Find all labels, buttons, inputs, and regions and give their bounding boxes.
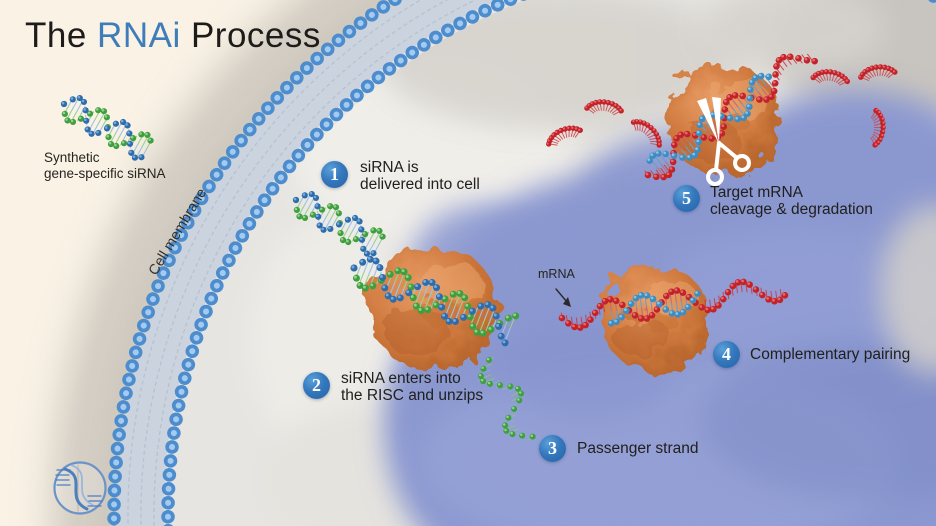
step-2-line2: the RISC and unzips xyxy=(341,386,484,404)
cell-membrane-graphic xyxy=(107,0,936,526)
step-3-badge: 3 xyxy=(539,435,566,462)
mrna-strand-cleaved xyxy=(644,53,818,181)
step-4-badge: 4 xyxy=(713,341,740,368)
step-1-badge: 1 xyxy=(321,161,348,188)
scissors-icon xyxy=(697,97,751,186)
synthetic-line1: Synthetic xyxy=(44,150,100,165)
company-logo xyxy=(53,461,107,515)
title-rnai: RNAi xyxy=(97,16,181,55)
cytoplasm xyxy=(250,0,936,526)
step-5-line2: cleavage & degradation xyxy=(710,200,873,218)
step-4-line1: Complementary pairing xyxy=(750,346,911,363)
step-3-line1: Passenger strand xyxy=(577,440,699,457)
step-5-badge: 5 xyxy=(673,185,700,212)
step-5-label: Target mRNA cleavage & degradation xyxy=(710,184,873,218)
synthetic-line2: gene-specific siRNA xyxy=(44,166,166,181)
delivered-sirna-helix xyxy=(292,190,386,257)
step-1-line1: siRNA is xyxy=(360,159,419,176)
step-2-badge: 2 xyxy=(303,372,330,399)
risc-complex-2 xyxy=(369,244,497,372)
step-4-label: Complementary pairing xyxy=(750,346,911,364)
mrna-label: mRNA xyxy=(538,267,575,281)
mrna-strand-pairing xyxy=(558,278,789,331)
page-title: The RNAi Process xyxy=(25,16,321,56)
title-prefix: The xyxy=(25,16,98,55)
title-suffix: Process xyxy=(180,16,321,55)
synthetic-sirna-label: Synthetic gene-specific siRNA xyxy=(44,150,166,182)
mrna-pointer-arrow xyxy=(555,288,571,307)
step-2-label: siRNA enters into the RISC and unzips xyxy=(341,370,484,404)
step-2-line1: siRNA enters into xyxy=(341,370,461,387)
sirna-helix-in-risc xyxy=(350,255,520,347)
step-1-line2: delivered into cell xyxy=(360,175,480,193)
passenger-strand-graphic xyxy=(477,357,536,441)
step-5-line1: Target mRNA xyxy=(710,184,804,201)
synthetic-sirna-helix xyxy=(60,94,154,161)
step-3-label: Passenger strand xyxy=(577,440,699,458)
step-1-label: siRNA is delivered into cell xyxy=(360,159,480,193)
mrna-fragments xyxy=(546,64,898,148)
